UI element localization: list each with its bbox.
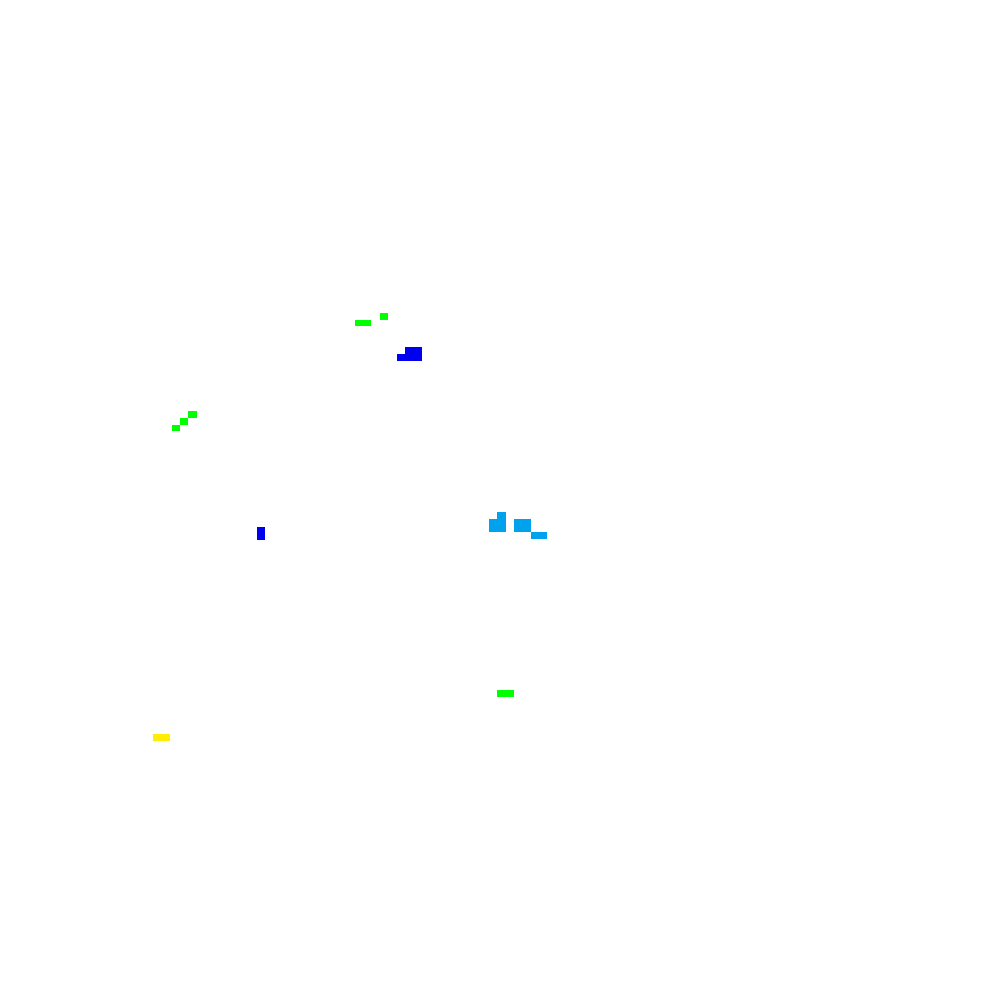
light-blue-pixel-block [489, 519, 506, 532]
green-pixel-block [180, 418, 188, 425]
green-pixel-block [380, 313, 388, 320]
light-blue-pixel-block [514, 519, 531, 532]
green-pixel-block [497, 690, 514, 697]
blue-pixel-block [257, 527, 265, 540]
blue-pixel-block [405, 347, 422, 361]
green-pixel-block [172, 425, 180, 431]
light-blue-pixel-block [531, 532, 547, 539]
green-pixel-block [188, 411, 197, 418]
light-blue-pixel-block [497, 512, 506, 519]
yellow-pixel-block [153, 734, 170, 741]
blue-pixel-block [397, 354, 405, 361]
green-pixel-block [355, 320, 371, 326]
